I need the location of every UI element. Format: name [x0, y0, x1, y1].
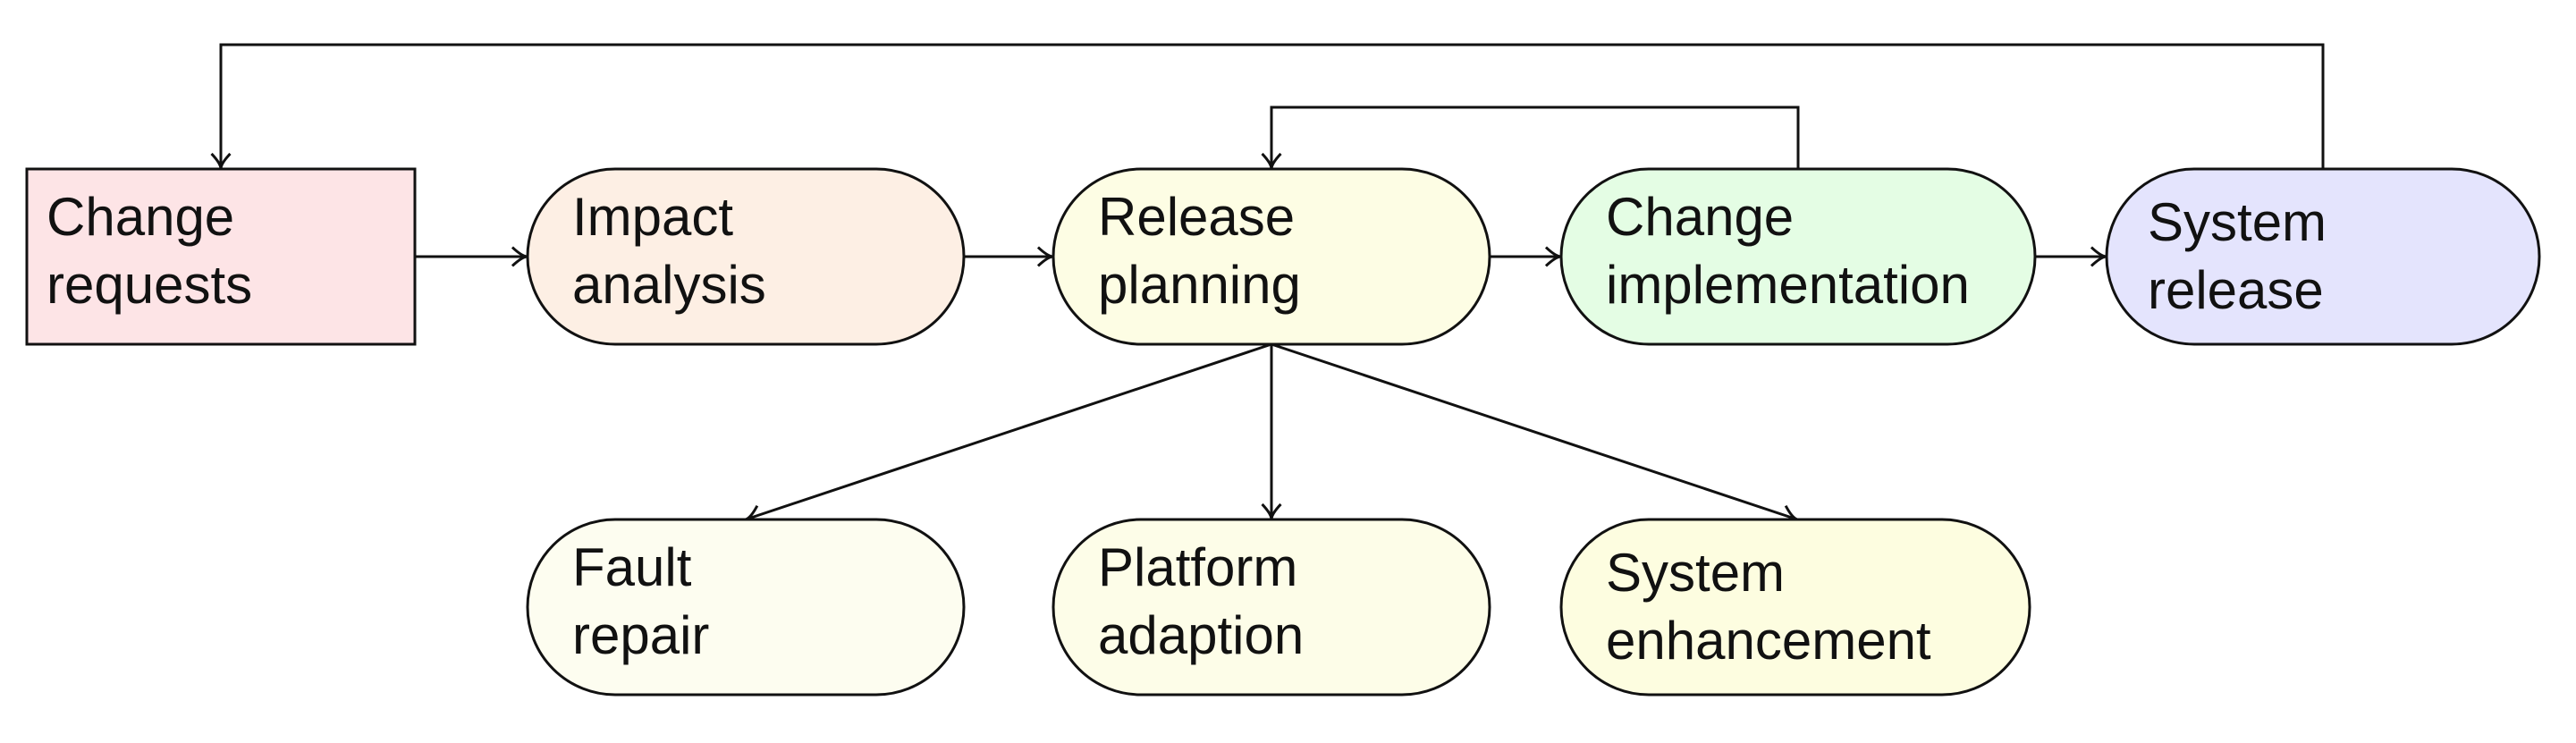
- node-shape: [2105, 167, 2541, 346]
- node-shape: [1052, 167, 1491, 346]
- node-platform-adaption: Platform adaption: [1052, 518, 1491, 697]
- node-change-requests: Change requests: [25, 167, 417, 346]
- edge-change-requests-to-impact-analysis: [415, 246, 528, 267]
- node-label-line: Platform: [1098, 537, 1297, 597]
- node-shape: [1559, 518, 2031, 697]
- node-label-line: requests: [46, 255, 252, 315]
- node-change-implementation: Change implementation: [1559, 167, 2037, 346]
- node-label-line: Impact: [572, 187, 733, 247]
- node-label-line: repair: [572, 605, 709, 665]
- node-label-line: implementation: [1606, 255, 1970, 315]
- edge-system-release-to-change-requests: [210, 43, 2325, 170]
- node-label-line: System: [1606, 543, 1785, 603]
- node-label-line: Change: [46, 187, 234, 247]
- node-release-planning: Release planning: [1052, 167, 1491, 346]
- edge-line: [1271, 342, 1798, 521]
- node-label-line: Change: [1606, 187, 1794, 247]
- edge-release-planning-to-change-implementation: [1490, 246, 1562, 267]
- node-impact-analysis: Impact analysis: [526, 167, 966, 346]
- node-fault-repair: Fault repair: [526, 518, 966, 697]
- node-label-line: System: [2148, 192, 2327, 252]
- node-shape: [1559, 167, 2037, 346]
- edge-line: [1270, 106, 1800, 169]
- node-shape: [1052, 518, 1491, 697]
- edge-release-planning-to-platform-adaption: [1261, 344, 1282, 520]
- node-label-line: analysis: [572, 255, 766, 315]
- node-system-enhancement: System enhancement: [1559, 518, 2031, 697]
- node-system-release: System release: [2105, 167, 2541, 346]
- edge-release-planning-to-fault-repair: [745, 342, 1272, 525]
- node-label-line: Fault: [572, 537, 692, 597]
- edge-release-planning-to-system-enhancement: [1271, 342, 1798, 525]
- node-label-line: adaption: [1098, 605, 1304, 665]
- edge-line: [219, 43, 2325, 169]
- node-label-line: Release: [1098, 187, 1295, 247]
- node-shape: [25, 167, 417, 346]
- node-label-line: planning: [1098, 255, 1301, 315]
- nodes-layer: Change requests Impact analysis Release plann…: [25, 167, 2541, 697]
- edge-impact-analysis-to-release-planning: [964, 246, 1054, 267]
- node-shape: [526, 518, 966, 697]
- edge-line: [745, 342, 1272, 521]
- node-label-line: release: [2148, 260, 2324, 320]
- edge-change-implementation-to-system-release: [2035, 246, 2107, 267]
- node-label-line: enhancement: [1606, 611, 1931, 671]
- node-shape: [526, 167, 966, 346]
- edge-change-implementation-to-release-planning: [1261, 106, 1800, 170]
